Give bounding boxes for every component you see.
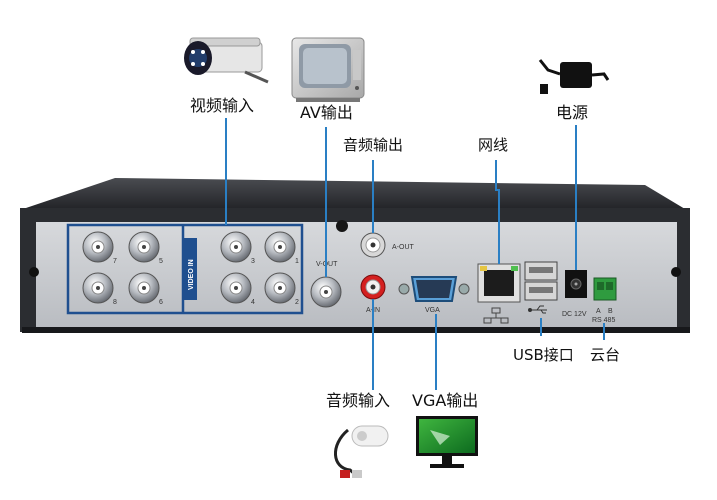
v-out-text: V-OUT <box>316 261 338 268</box>
bnc-channel-number: 2 <box>295 299 299 306</box>
usb-label: USB接口 <box>513 348 574 363</box>
rs485-b-text: B <box>608 308 613 315</box>
screw-left <box>29 267 39 277</box>
dc12v-text: DC 12V <box>562 311 587 318</box>
microphone-icon <box>335 426 388 478</box>
dc-power-jack: DC 12V <box>562 270 587 318</box>
screw-top <box>336 220 348 232</box>
vga-text: VGA <box>425 307 440 314</box>
bnc-channel-number: 8 <box>113 299 117 306</box>
bnc-channel-number: 7 <box>113 258 117 265</box>
ptz-label: 云台 <box>590 348 620 363</box>
bnc-channel-number: 4 <box>251 299 255 306</box>
rs485-a-text: A <box>596 308 601 315</box>
power-adapter-icon <box>540 60 608 94</box>
audio-in-label: 音频输入 <box>326 393 390 409</box>
audio-out-label: 音频输出 <box>343 138 403 153</box>
screw-right <box>671 267 681 277</box>
network-label: 网线 <box>478 138 508 153</box>
a-out-text: A-OUT <box>392 244 415 251</box>
tv-icon <box>292 38 364 102</box>
video-in-label: 视频输入 <box>190 98 254 114</box>
vga-out-label: VGA输出 <box>412 393 478 409</box>
monitor-icon <box>416 416 478 468</box>
bnc-channel-number: 3 <box>251 258 255 265</box>
video-in-vertical-label: VIDEO IN <box>188 259 195 290</box>
power-label: 电源 <box>556 105 588 121</box>
bnc-channel-number: 5 <box>159 258 163 265</box>
av-out-label: AV输出 <box>300 105 353 121</box>
bnc-channel-number: 1 <box>295 258 299 265</box>
rs485-text: RS 485 <box>592 317 615 324</box>
bnc-channel-number: 6 <box>159 299 163 306</box>
dvr-chassis <box>20 178 690 333</box>
camera-icon <box>184 38 268 82</box>
